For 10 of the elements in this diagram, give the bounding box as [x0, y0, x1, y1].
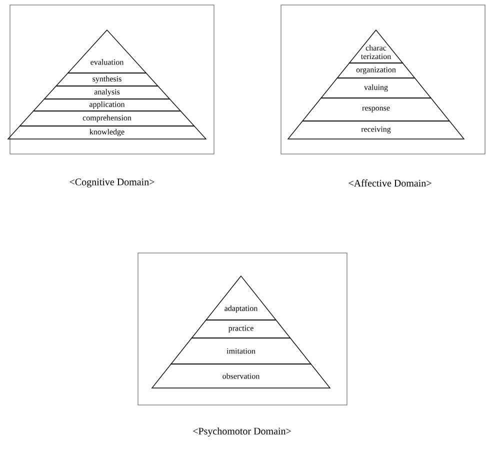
pyramid-band: analysis	[44, 86, 170, 100]
frame-box	[138, 252, 348, 406]
pyramid-band: practice	[191, 320, 291, 338]
node-label: <Psychomotor Domain>	[193, 427, 291, 437]
pyramid-band: comprehension	[19, 110, 195, 126]
node-label: <Affective Domain>	[348, 179, 432, 187]
frame-box	[280, 4, 486, 154]
frame-box	[10, 4, 214, 154]
node-label: <Cognitive Domain>	[70, 178, 154, 188]
pyramid-band: organization	[336, 62, 416, 78]
